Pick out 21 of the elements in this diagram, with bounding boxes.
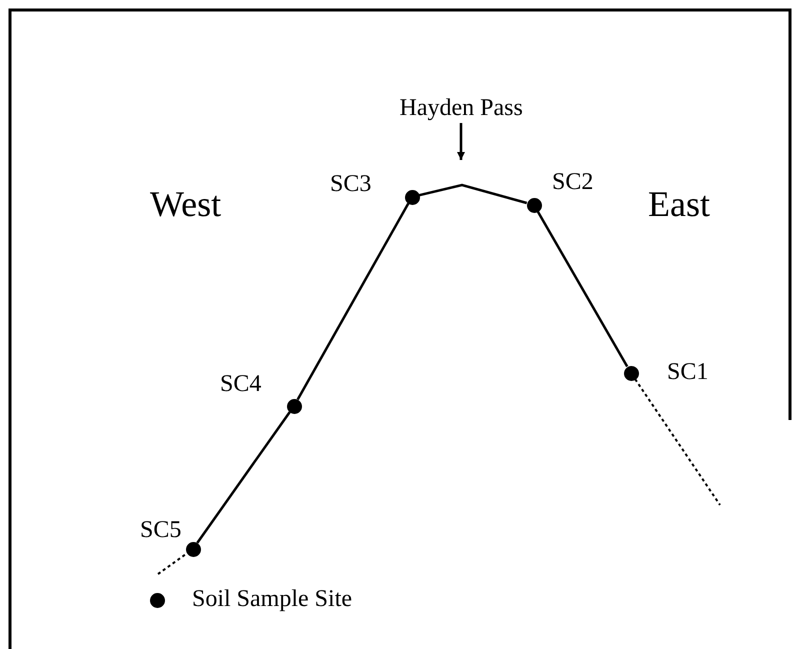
site-label: SC4	[220, 372, 262, 396]
site-label: SC3	[330, 172, 372, 196]
site-label: SC1	[667, 360, 708, 384]
dashed-slope-line	[157, 552, 188, 575]
sample-site-dot	[286, 398, 302, 414]
slope-line	[536, 210, 628, 368]
slope-line	[419, 184, 528, 204]
pass-label: Hayden Pass	[400, 96, 523, 120]
pointer-arrow	[457, 123, 465, 160]
dashed-slope-line	[634, 378, 721, 506]
legend-label: Soil Sample Site	[192, 587, 352, 611]
site-label: SC5	[140, 518, 182, 542]
slope-line	[296, 202, 410, 400]
site-label: SC2	[552, 170, 594, 194]
sample-site-dot	[404, 190, 420, 204]
sample-site-dot	[624, 366, 638, 380]
direction-label: West	[150, 186, 222, 222]
sample-site-dot	[186, 542, 200, 556]
direction-label: East	[648, 186, 710, 222]
sample-site-dot	[526, 198, 542, 212]
slope-line	[196, 411, 291, 544]
